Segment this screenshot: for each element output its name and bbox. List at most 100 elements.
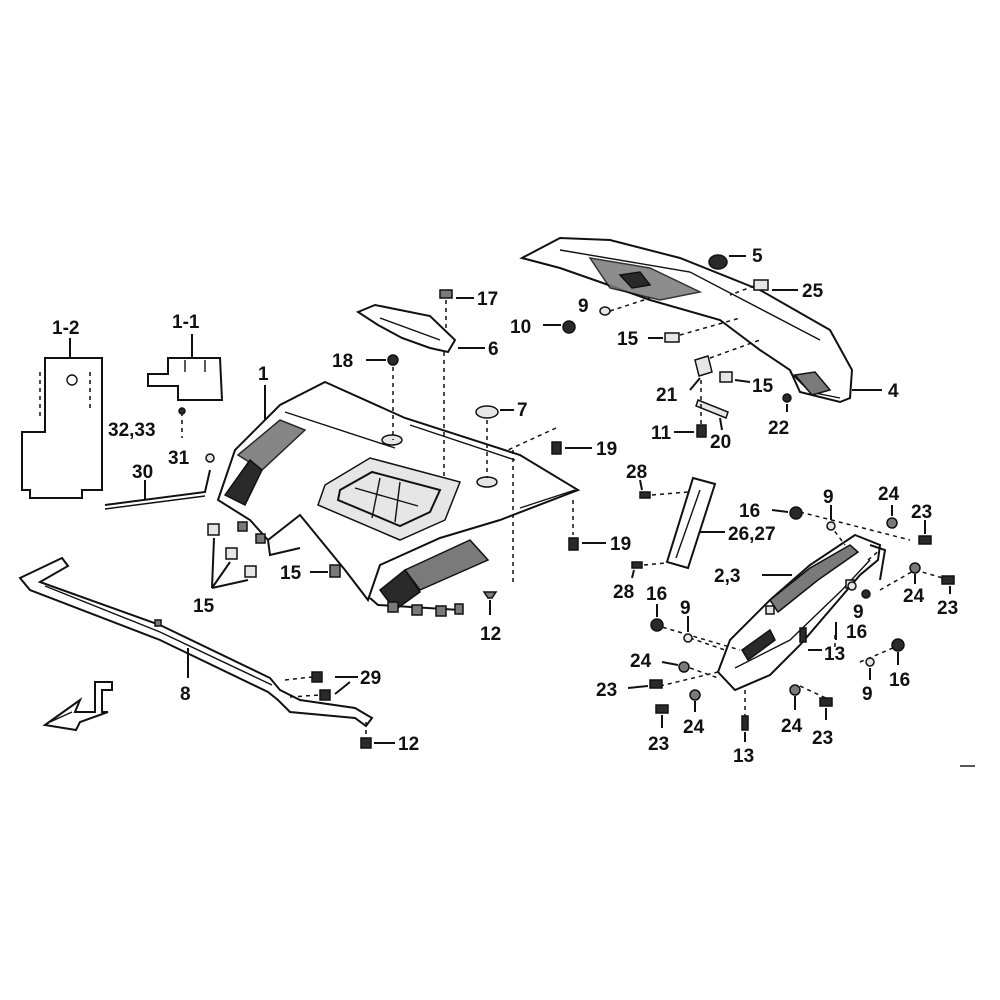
part-26-27-stay	[665, 476, 717, 570]
callout-19b: 19	[610, 534, 631, 555]
callout-26-27: 26,27	[728, 524, 776, 545]
callout-16c: 16	[646, 584, 667, 605]
callout-24b: 24	[903, 586, 925, 607]
clip-15-left-a-icon	[207, 523, 220, 536]
part-6-plate	[355, 303, 457, 354]
bolt-23a-icon	[918, 535, 932, 545]
bracket-20-icon	[695, 399, 729, 419]
callout-9-top: 9	[578, 296, 589, 317]
bolt-13b-icon	[741, 715, 749, 731]
part-1-2-panel	[21, 357, 103, 499]
screw-32-33-icon	[178, 407, 186, 415]
clip-15-left-b-icon	[225, 547, 238, 560]
callout-8: 8	[180, 684, 191, 705]
callout-1-2: 1-2	[52, 318, 79, 339]
washer-9a-icon	[826, 521, 836, 531]
clip-31-icon	[205, 453, 215, 463]
callout-19a: 19	[596, 439, 617, 460]
callout-32-33: 32,33	[108, 420, 156, 441]
callout-23e: 23	[812, 728, 833, 749]
callout-13a: 13	[824, 644, 845, 665]
callout-24e: 24	[781, 716, 803, 737]
washer-24c-icon	[678, 661, 690, 673]
callout-25: 25	[802, 281, 824, 302]
bolt-29b-icon	[319, 689, 331, 701]
callout-12b: 12	[398, 734, 419, 755]
cap-5-icon	[708, 254, 728, 270]
callout-10: 10	[510, 317, 531, 338]
bolt-12b-icon	[360, 737, 372, 749]
callout-17: 17	[477, 289, 498, 310]
washer-24d-icon	[689, 689, 701, 701]
callout-7: 7	[517, 400, 528, 421]
bolt-17-icon	[439, 289, 453, 299]
bolt-23c-icon	[649, 679, 663, 689]
bolt-29a-icon	[311, 671, 323, 683]
callout-15-center: 15	[280, 563, 302, 584]
part-4-rear-cover	[519, 236, 854, 404]
front-direction-arrow-icon	[42, 681, 113, 732]
callout-2-3: 2,3	[714, 566, 740, 587]
callout-13b: 13	[733, 746, 754, 767]
callout-6: 6	[488, 339, 499, 360]
cap-7-icon	[475, 405, 499, 419]
callout-23b: 23	[937, 598, 958, 619]
callout-24a: 24	[878, 484, 900, 505]
callout-15-mid: 15	[752, 376, 774, 397]
bolt-28a-icon	[639, 491, 651, 499]
clip-21-icon	[694, 355, 713, 377]
callout-11: 11	[651, 423, 672, 444]
callout-16b: 16	[846, 622, 867, 643]
callout-24d: 24	[683, 717, 705, 738]
callout-12a: 12	[480, 624, 501, 645]
bolt-19a-icon	[551, 441, 562, 455]
bolt-19b-icon	[568, 537, 579, 551]
callout-29: 29	[360, 668, 381, 689]
washer-24a-icon	[886, 517, 898, 529]
callout-28b: 28	[613, 582, 634, 603]
nut-10-icon	[562, 320, 576, 334]
callout-23d: 23	[648, 734, 669, 755]
callout-9a: 9	[823, 487, 834, 508]
clip-12a-icon	[482, 591, 498, 599]
screw-22-icon	[782, 393, 792, 403]
clip-15-mid-icon	[719, 371, 733, 383]
nut-16d-icon	[891, 638, 905, 652]
washer-9c-icon	[683, 633, 693, 643]
part-8-frame-rail	[18, 556, 374, 728]
callout-18: 18	[332, 351, 353, 372]
callout-22: 22	[768, 418, 789, 439]
callout-4: 4	[888, 381, 899, 402]
callout-31: 31	[168, 448, 190, 469]
bolt-23b-icon	[941, 575, 955, 585]
callout-15-left: 15	[193, 596, 215, 617]
callout-15-top: 15	[617, 329, 639, 350]
callout-16a: 16	[739, 501, 760, 522]
bolt-11-icon	[696, 424, 707, 438]
bolt-13a-icon	[799, 627, 807, 643]
callout-9b: 9	[853, 602, 864, 623]
callout-30: 30	[132, 462, 153, 483]
callout-1: 1	[258, 364, 269, 385]
callout-21: 21	[656, 385, 678, 406]
callout-23c: 23	[596, 680, 617, 701]
clip-15-top-icon	[664, 332, 680, 343]
washer-24e-icon	[789, 684, 801, 696]
bolt-28b-icon	[631, 561, 643, 569]
clip-15-center-icon	[329, 564, 341, 578]
callout-23a: 23	[911, 502, 932, 523]
callout-5: 5	[752, 246, 763, 267]
washer-24b-icon	[909, 562, 921, 574]
nut-16a-icon	[789, 506, 803, 520]
bolt-18-icon	[387, 354, 399, 366]
nut-16c-icon	[650, 618, 664, 632]
bolt-23e-icon	[819, 697, 833, 707]
callout-24c: 24	[630, 651, 652, 672]
callout-1-1: 1-1	[172, 312, 200, 333]
clip-25-icon	[753, 279, 769, 291]
washer-9b-icon	[847, 581, 857, 591]
callout-28a: 28	[626, 462, 647, 483]
callout-20: 20	[710, 432, 731, 453]
part-1-rear-fender	[216, 380, 581, 617]
